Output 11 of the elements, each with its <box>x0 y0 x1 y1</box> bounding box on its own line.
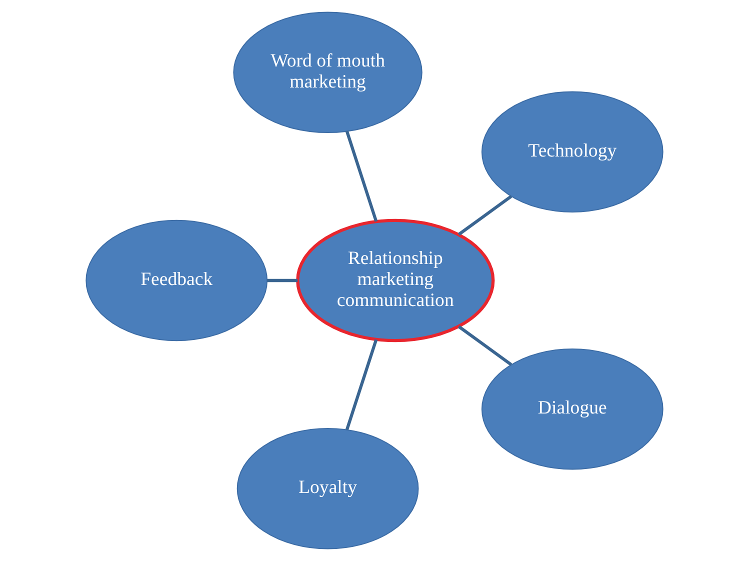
connector <box>344 339 378 430</box>
connector <box>457 325 512 366</box>
node-ellipse: Relationship marketing communication <box>296 218 494 342</box>
node-ellipse: Dialogue <box>480 348 663 470</box>
node-ellipse: Technology <box>480 91 663 213</box>
connector <box>266 278 298 282</box>
connector <box>457 195 512 236</box>
connector <box>344 130 378 222</box>
node-ellipse: Word of mouth marketing <box>232 12 422 134</box>
node-ellipse: Loyalty <box>236 428 418 550</box>
node-ellipse: Feedback <box>85 220 268 342</box>
